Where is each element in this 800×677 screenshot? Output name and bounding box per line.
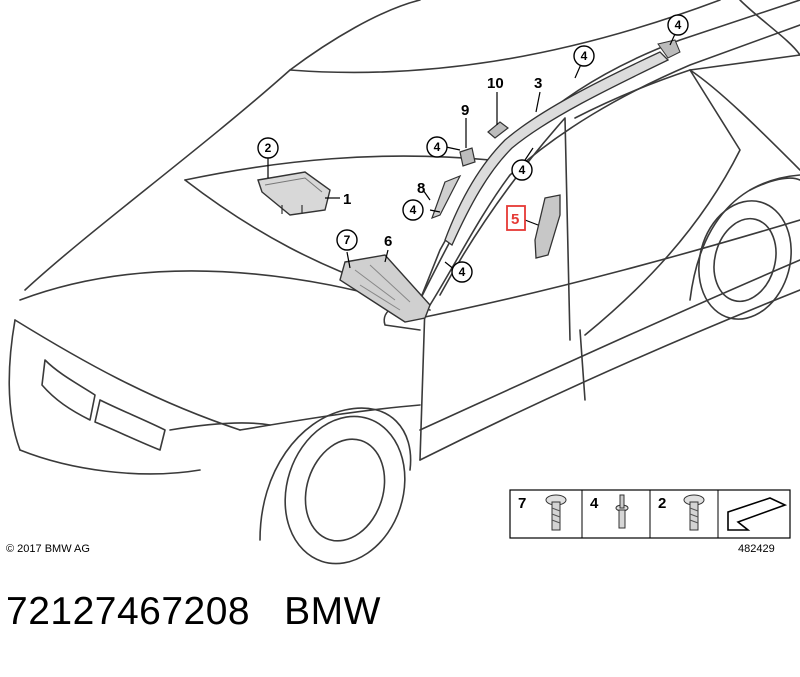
legend-label-2: 2 [658, 495, 666, 512]
callout-9: 9 [461, 102, 469, 119]
callout-5: 5 [511, 211, 519, 228]
knee-airbag-module [339, 254, 431, 323]
legend-label-4: 4 [590, 495, 599, 512]
a-pillar-strip [430, 174, 462, 220]
callout-4: 4 [519, 163, 526, 177]
callout-2: 2 [265, 141, 272, 155]
copyright-text: © 2017 BMW AG [6, 543, 90, 555]
callout-7: 7 [344, 233, 351, 247]
bracket-9 [459, 147, 476, 167]
passenger-airbag-module [257, 171, 331, 216]
callout-4: 4 [410, 203, 417, 217]
arrow-symbol-icon [727, 497, 788, 531]
callout-3: 3 [534, 75, 542, 92]
callout-4: 4 [434, 140, 441, 154]
curtain-airbag [444, 39, 681, 246]
part-number-caption: 72127467208 BMW [6, 590, 381, 633]
clip-rivet-icon [615, 494, 629, 529]
callout-8: 8 [417, 180, 425, 197]
callout-10: 10 [487, 75, 504, 92]
diagram-id: 482429 [738, 543, 775, 555]
side-airbag [534, 194, 561, 259]
callout-4: 4 [675, 18, 682, 32]
torx-screw-icon [683, 494, 705, 531]
torx-screw-icon [545, 494, 567, 531]
callout-1: 1 [343, 191, 351, 208]
highlight-box [506, 205, 526, 231]
parts-legend: 7 4 2 [509, 489, 791, 539]
bracket-10 [487, 121, 509, 139]
callout-4: 4 [459, 265, 466, 279]
callout-4: 4 [581, 49, 588, 63]
callout-6: 6 [384, 233, 392, 250]
legend-label-7: 7 [518, 495, 526, 512]
